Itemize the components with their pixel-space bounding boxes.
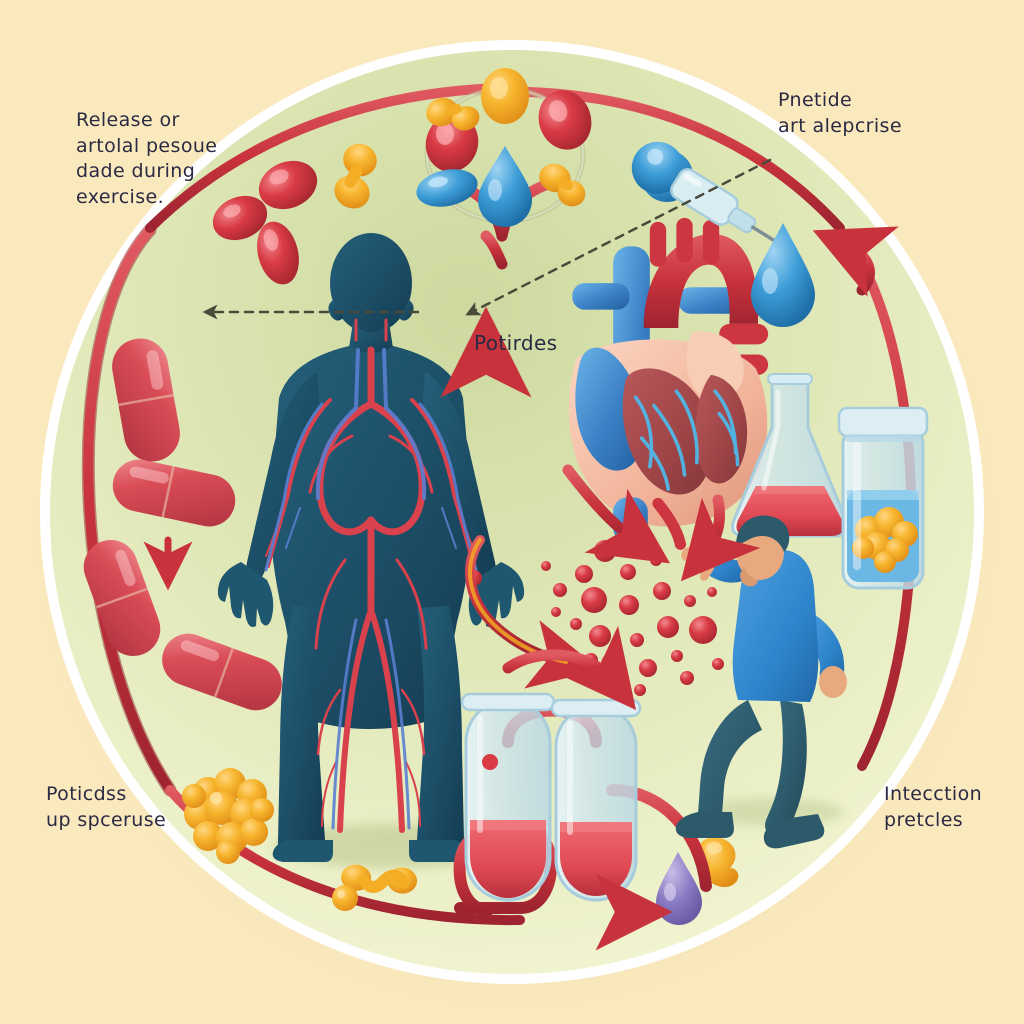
right-foot bbox=[409, 840, 470, 862]
label-center-peptides: Potirdes bbox=[474, 331, 558, 355]
leader-top-right bbox=[465, 158, 772, 316]
tubes-to-person-arrow bbox=[502, 625, 637, 711]
red-blood-cell bbox=[212, 195, 268, 241]
label-top-left: Release or artolal pesoue dade during ex… bbox=[76, 109, 218, 208]
label-top-right: Pnetide art alepcrise bbox=[778, 89, 902, 137]
blue-blob bbox=[416, 169, 478, 207]
blood-particle bbox=[482, 754, 498, 770]
vial-granules bbox=[852, 507, 918, 573]
human-figure bbox=[217, 233, 525, 862]
label-bottom-left: Poticdss up spceruse bbox=[46, 783, 167, 831]
venous-network bbox=[264, 348, 478, 830]
anatomical-heart bbox=[568, 217, 769, 550]
peptide-chain bbox=[334, 143, 377, 209]
left-hand bbox=[217, 562, 274, 627]
front-shoe bbox=[675, 812, 734, 838]
heart-to-particles-arrow bbox=[562, 464, 671, 564]
peptide-chain bbox=[539, 163, 586, 207]
medicine-vial bbox=[837, 406, 929, 590]
peptide-node bbox=[332, 885, 358, 911]
vial-to-particles-arrow bbox=[680, 494, 761, 582]
right-loop-arrow bbox=[812, 226, 899, 297]
blood-cells-top-left bbox=[212, 143, 377, 285]
blue-droplet-right bbox=[751, 223, 815, 327]
blue-droplet-top bbox=[478, 146, 532, 227]
test-tube-pair bbox=[453, 692, 712, 916]
orange-molecule-cluster bbox=[182, 768, 274, 864]
right-fist bbox=[819, 666, 847, 698]
label-leader-lines bbox=[202, 158, 772, 320]
left-foot bbox=[272, 840, 333, 862]
capsule-pills bbox=[83, 338, 282, 711]
peptide-chain bbox=[341, 864, 418, 894]
label-bottom-right: Intecction pretcles bbox=[884, 783, 983, 831]
back-shoe bbox=[763, 814, 825, 849]
flow-arrows bbox=[440, 226, 899, 951]
peptide-chain bbox=[426, 97, 480, 131]
